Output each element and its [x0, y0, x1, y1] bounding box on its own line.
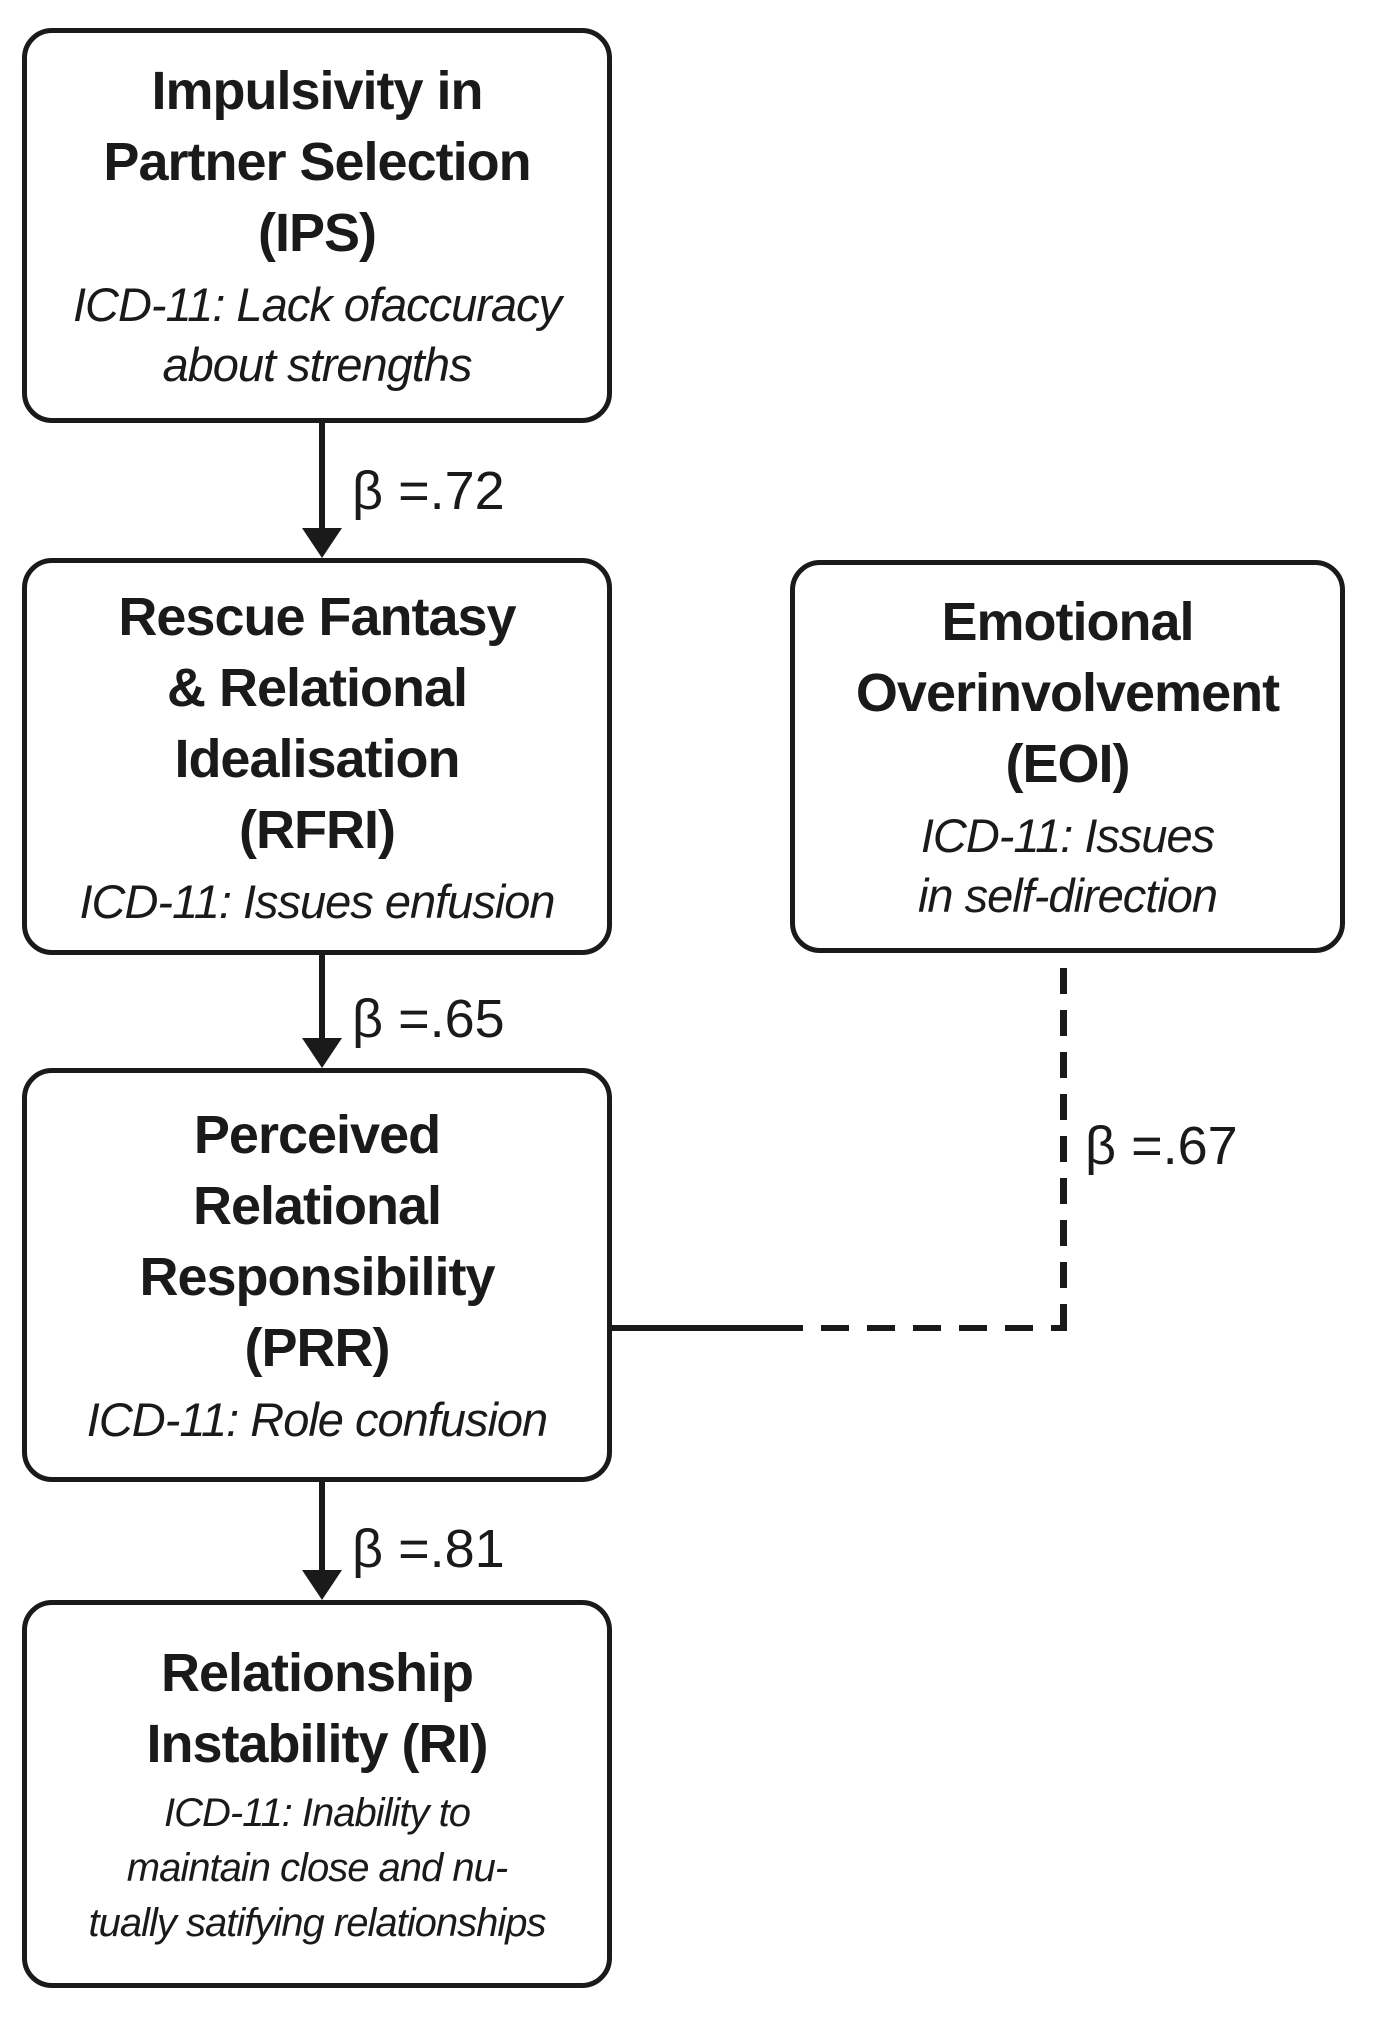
edge-rfri-prr-line — [319, 953, 325, 1041]
edge-ips-rfri-label: β =.72 — [352, 461, 505, 521]
arrowhead-down-icon — [302, 1038, 342, 1068]
node-eoi-subtitle: ICD-11: Issues in self-direction — [917, 809, 1218, 922]
edge-eoi-prr-solid-horizontal — [612, 1325, 775, 1331]
node-ips-subtitle: ICD-11: Lack ofaccuracy about strengths — [72, 278, 562, 391]
node-rfri-title: Rescue Fantasy & Relational Idealisation… — [118, 586, 516, 860]
edge-ips-rfri-line — [319, 423, 325, 531]
node-ips: Impulsivity in Partner Selection (IPS) I… — [22, 28, 612, 423]
node-eoi: Emotional Overinvolvement (EOI) ICD-11: … — [790, 560, 1345, 953]
node-prr: Perceived Relational Responsibility (PRR… — [22, 1068, 612, 1482]
edge-eoi-prr-dashed-vertical — [1060, 968, 1067, 1330]
node-ips-title: Impulsivity in Partner Selection (IPS) — [103, 61, 531, 263]
node-ri: Relationship Instability (RI) ICD-11: In… — [22, 1600, 612, 1988]
node-prr-title: Perceived Relational Responsibility (PRR… — [139, 1105, 495, 1378]
arrowhead-down-icon — [302, 528, 342, 558]
edge-prr-ri-label: β =.81 — [352, 1519, 505, 1579]
edge-prr-ri-line — [319, 1482, 325, 1573]
node-rfri: Rescue Fantasy & Relational Idealisation… — [22, 558, 612, 955]
node-rfri-subtitle: ICD-11: Issues enfusion — [79, 874, 555, 928]
edge-eoi-prr-label: β =.67 — [1085, 1116, 1238, 1176]
node-prr-subtitle: ICD-11: Role confusion — [86, 1393, 548, 1446]
arrowhead-down-icon — [302, 1570, 342, 1600]
edge-rfri-prr-label: β =.65 — [352, 989, 505, 1049]
node-ri-title: Relationship Instability (RI) — [146, 1642, 488, 1774]
node-eoi-title: Emotional Overinvolvement (EOI) — [855, 592, 1280, 794]
node-ri-subtitle: ICD-11: Inability to maintain close and … — [88, 1790, 547, 1945]
edge-eoi-prr-dashed-horizontal — [775, 1325, 1067, 1331]
